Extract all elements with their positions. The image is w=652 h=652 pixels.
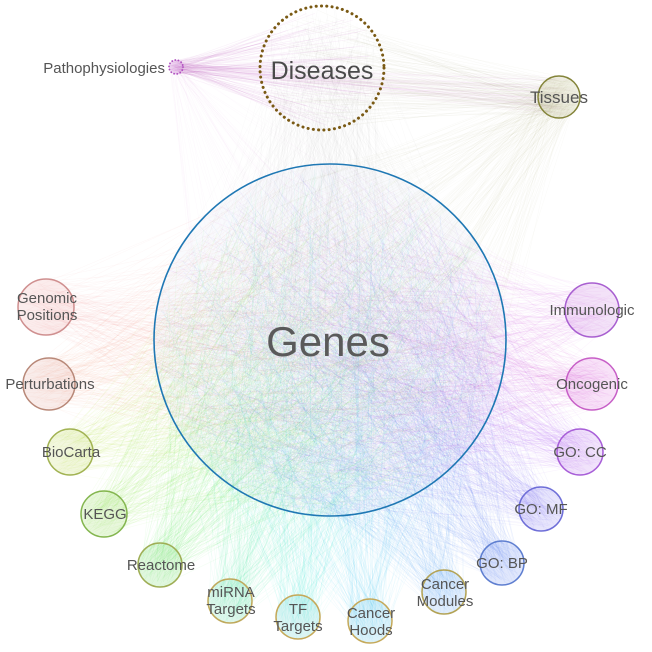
edges-go_cc--genes [160, 165, 602, 515]
edges-perturbations--genes [24, 166, 497, 508]
node-kegg[interactable] [80, 490, 128, 538]
node-biocarta[interactable] [46, 428, 94, 476]
label-mirna_targets-1: Targets [206, 601, 255, 618]
node-go_mf[interactable] [518, 486, 564, 532]
edge-bundles [18, 10, 619, 643]
node-tissues[interactable] [537, 75, 581, 119]
node-go_cc[interactable] [556, 428, 604, 476]
edges-oncogenic--genes [158, 165, 618, 509]
node-perturbations[interactable] [22, 357, 76, 411]
edges-pathophysiologies--diseases [168, 13, 373, 126]
edges-cancer_hoods--genes [160, 173, 502, 643]
node-mirna_targets[interactable] [207, 578, 253, 624]
label-go_mf: GO: MF [514, 501, 567, 518]
label-cancer_modules-1: Modules [417, 593, 474, 610]
label-genes: Genes [266, 318, 390, 365]
edges-pathophysiologies--genes [169, 60, 477, 482]
edges-tissues--genes [163, 76, 580, 512]
edges-mirna_targets--genes [161, 166, 499, 623]
edges-genomic_positions--genes [18, 177, 496, 507]
label-pathophysiologies: Pathophysiologies [43, 60, 165, 77]
node-reactome[interactable] [137, 542, 183, 588]
node-go_bp[interactable] [479, 540, 525, 586]
node-diseases[interactable] [258, 4, 386, 132]
node-cancer_hoods[interactable] [347, 598, 393, 644]
label-immunologic: Immunologic [549, 302, 635, 319]
label-genomic_positions-1: Positions [17, 307, 78, 324]
label-kegg: KEGG [83, 506, 126, 523]
label-go_cc: GO: CC [553, 444, 607, 461]
edges-diseases--tissues [261, 10, 580, 130]
edges-pathophysiologies--tissues [169, 60, 578, 118]
node-immunologic[interactable] [564, 282, 620, 338]
node-pathophysiologies[interactable] [168, 59, 184, 75]
edges-kegg--genes [82, 177, 503, 537]
label-genomic_positions-0: Genomic [17, 290, 78, 307]
edges-tf_targets--genes [156, 169, 489, 639]
node-cancer_modules[interactable] [421, 569, 467, 615]
label-perturbations: Perturbations [5, 376, 94, 393]
label-biocarta: BioCarta [42, 444, 101, 461]
label-mirna_targets-0: miRNA [207, 584, 255, 601]
label-go_bp: GO: BP [476, 555, 528, 572]
label-diseases: Diseases [271, 57, 374, 85]
label-cancer_modules-0: Cancer [421, 576, 469, 593]
node-genes[interactable] [153, 163, 507, 517]
label-tf_targets-1: Targets [273, 618, 322, 635]
label-tissues: Tissues [530, 88, 588, 107]
label-cancer_hoods-0: Cancer [347, 605, 395, 622]
label-cancer_hoods-1: Hoods [349, 622, 392, 639]
edges-reactome--genes [138, 176, 496, 587]
label-tf_targets-0: TF [289, 601, 307, 618]
label-reactome: Reactome [127, 557, 195, 574]
node-tf_targets[interactable] [275, 594, 321, 640]
edges-cancer_modules--genes [155, 164, 494, 614]
edges-go_bp--genes [157, 177, 523, 585]
edges-immunologic--genes [162, 170, 619, 517]
label-oncogenic: Oncogenic [556, 376, 628, 393]
node-genomic_positions[interactable] [17, 278, 75, 336]
edges-go_mf--genes [156, 173, 563, 531]
node-oncogenic[interactable] [565, 357, 619, 411]
